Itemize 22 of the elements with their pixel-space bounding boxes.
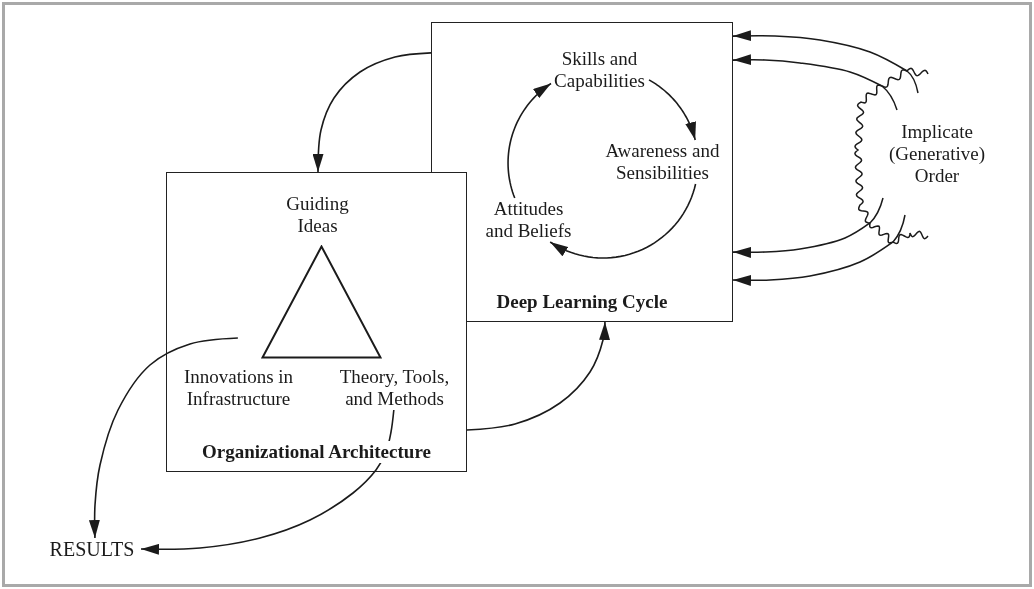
cycle-stage-label: Attitudes and Beliefs [484, 197, 573, 242]
curved-arrow [88, 337, 239, 539]
cycle-arrow [648, 79, 696, 141]
region-label: Implicate (Generative) Order [888, 121, 986, 187]
curved-arrow [140, 409, 395, 555]
outlined-panel [166, 172, 467, 472]
curved-arrow [732, 241, 894, 286]
corner-label: Theory, Tools, and Methods [338, 365, 451, 410]
outlined-panel [431, 22, 733, 322]
cycle-arrow [507, 82, 552, 199]
corner-label: Innovations in Infrastructure [182, 365, 295, 410]
results-label: RESULTS [48, 538, 136, 560]
curved-arrow [312, 52, 432, 173]
curved-arrow [732, 54, 883, 87]
corner-label: Guiding Ideas [285, 192, 350, 237]
panel-title: Organizational Architecture [199, 441, 434, 463]
cycle-arrow [549, 183, 697, 259]
cycle-stage-label: Awareness and Sensibilities [604, 139, 721, 184]
curved-arrow [732, 222, 871, 258]
curved-arrow [466, 321, 610, 431]
curved-arrow [732, 30, 908, 72]
cycle-stage-label: Skills and Capabilities [553, 47, 646, 92]
